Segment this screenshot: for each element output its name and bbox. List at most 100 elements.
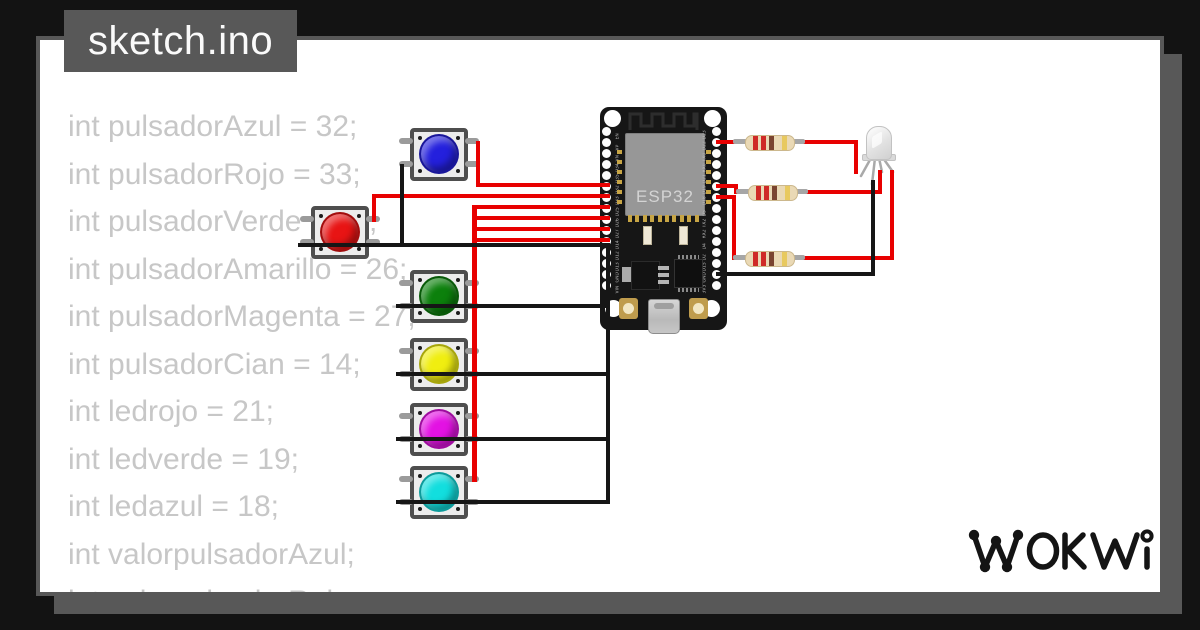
button-screw — [456, 278, 460, 282]
boot-button[interactable] — [689, 298, 708, 319]
wire-signal — [372, 196, 376, 222]
wire-signal — [472, 205, 477, 482]
pushbutton-green[interactable] — [399, 270, 479, 323]
wire-signal — [472, 238, 610, 242]
rgb-led[interactable] — [866, 126, 892, 160]
en-button[interactable] — [619, 298, 638, 319]
wire-signal — [372, 194, 610, 198]
resistor-2[interactable] — [748, 185, 798, 201]
button-screw — [418, 444, 422, 448]
resistor-lead — [733, 255, 749, 260]
wire-signal — [476, 141, 480, 187]
wire-signal — [472, 216, 610, 220]
button-leg — [366, 239, 380, 245]
wire-signal — [798, 140, 858, 144]
file-tab[interactable]: sketch.ino — [64, 10, 298, 72]
wire-ground — [396, 500, 610, 504]
resistor-band — [761, 252, 766, 266]
button-screw — [418, 507, 422, 511]
code-line: int ledazul = 18; — [68, 490, 279, 523]
resistor-lead — [736, 189, 752, 194]
resistor-band — [753, 136, 758, 150]
button-leg — [399, 476, 413, 482]
resistor-lead — [733, 139, 749, 144]
resistor-3[interactable] — [745, 251, 795, 267]
button-screw — [456, 411, 460, 415]
wire-signal — [797, 256, 894, 260]
wire-signal — [716, 195, 736, 199]
button-screw — [357, 247, 361, 251]
button-screw — [456, 474, 460, 478]
resistor-lead — [789, 139, 805, 144]
button-leg — [300, 239, 314, 245]
pushbutton-cap-blue[interactable] — [419, 134, 459, 174]
resistor-band — [761, 136, 766, 150]
wire-signal — [472, 227, 610, 231]
button-screw — [456, 136, 460, 140]
pushbutton-blue[interactable] — [399, 128, 479, 181]
smd-component — [643, 226, 652, 245]
pushbutton-cap-cyan[interactable] — [419, 472, 459, 512]
code-line: int pulsadorAzul = 32; — [68, 110, 358, 143]
button-screw — [418, 411, 422, 415]
resistor-lead — [792, 189, 808, 194]
code-line: int valorpulsadorRojo; — [68, 578, 648, 592]
wire-ground — [716, 272, 874, 276]
code-line: int ledrojo = 21; — [68, 395, 274, 428]
button-screw — [456, 311, 460, 315]
pushbutton-red[interactable] — [300, 206, 380, 259]
mounting-hole — [704, 110, 721, 127]
button-screw — [319, 214, 323, 218]
flash-chip-ic — [674, 255, 703, 292]
wire-ground — [400, 164, 404, 247]
code-line: int valorpulsadorAzul; — [68, 537, 355, 571]
pushbutton-magenta[interactable] — [399, 403, 479, 456]
button-leg — [399, 161, 413, 167]
esp32-shield: ESP32 — [625, 133, 705, 216]
pushbutton-cap-yellow[interactable] — [419, 344, 459, 384]
pushbutton-cap-green[interactable] — [419, 276, 459, 316]
wokwi-logo — [968, 529, 1154, 573]
button-screw — [418, 311, 422, 315]
regulator-leg — [658, 280, 669, 284]
regulator-leg — [658, 266, 669, 270]
wire-signal — [716, 184, 738, 188]
wire-ground — [298, 243, 610, 247]
button-leg — [465, 161, 479, 167]
button-leg — [399, 413, 413, 419]
usb-connector — [648, 299, 680, 334]
button-screw — [418, 346, 422, 350]
button-leg — [300, 216, 314, 222]
code-line: int pulsadorMagenta = 27; — [68, 300, 416, 333]
pushbutton-cap-magenta[interactable] — [419, 409, 459, 449]
button-screw — [456, 169, 460, 173]
wire-ground — [396, 372, 610, 376]
wire-signal — [716, 140, 742, 144]
wire-signal — [732, 195, 736, 260]
wire-ground — [871, 180, 875, 276]
resistor-band — [753, 252, 758, 266]
resistor-band — [785, 186, 790, 200]
button-leg — [465, 138, 479, 144]
button-screw — [357, 214, 361, 218]
pushbutton-yellow[interactable] — [399, 338, 479, 391]
resistor-band — [764, 186, 769, 200]
button-screw — [418, 169, 422, 173]
wire-ground — [606, 243, 610, 504]
button-screw — [418, 136, 422, 140]
resistor-1[interactable] — [745, 135, 795, 151]
button-leg — [399, 280, 413, 286]
button-screw — [418, 278, 422, 282]
code-block: int pulsadorAzul = 32; int pulsadorRojo =… — [68, 103, 648, 592]
resistor-band — [769, 252, 774, 266]
button-screw — [418, 379, 422, 383]
pushbutton-cyan[interactable] — [399, 466, 479, 519]
resistor-band — [769, 136, 774, 150]
button-screw — [456, 444, 460, 448]
button-leg — [399, 348, 413, 354]
resistor-band — [756, 186, 761, 200]
wire-ground — [396, 304, 610, 308]
code-line: int pulsadorRojo = 33; — [68, 157, 361, 191]
voltage-regulator — [631, 261, 660, 290]
